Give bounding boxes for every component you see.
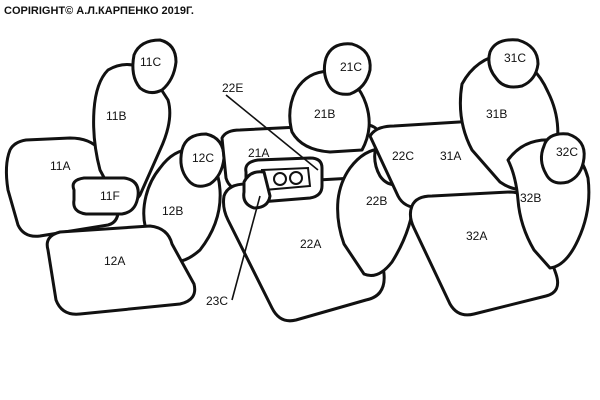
label-21b: 21B [314, 107, 335, 121]
label-22a: 22A [300, 237, 321, 251]
label-32a: 32A [466, 229, 487, 243]
label-23c: 23C [206, 294, 228, 308]
part-labels: 11C 11B 11A 11F 12C 12B 12A 22E 21A 21C … [50, 51, 578, 308]
label-22e: 22E [222, 81, 243, 95]
label-22b: 22B [366, 194, 387, 208]
copyright-text: COPIRIGHT© А.Л.КАРПЕНКО 2019Г. [4, 5, 194, 17]
headrest-21c [322, 42, 372, 96]
rear-seat-3 [368, 38, 591, 317]
leader-23c [231, 195, 261, 301]
label-22c: 22C [392, 149, 414, 163]
label-11c: 11C [140, 55, 161, 69]
label-12b: 12B [162, 204, 183, 218]
armrest-11f [71, 176, 140, 216]
headrest-32c [539, 132, 586, 185]
leader-22e [225, 94, 319, 171]
label-21a: 21A [248, 146, 269, 160]
cup-holder-left [273, 172, 287, 186]
cup-holder-right [289, 171, 303, 185]
label-21c: 21C [340, 60, 362, 74]
headrest-12c [179, 132, 226, 188]
headrest-31c [487, 38, 540, 89]
label-31c: 31C [504, 51, 526, 65]
label-12c: 12C [192, 151, 214, 165]
label-12a: 12A [104, 254, 125, 268]
label-32c: 32C [556, 145, 578, 159]
headrest-11c [131, 38, 178, 95]
seat-cushion-12a [45, 224, 197, 316]
label-32b: 32B [520, 191, 541, 205]
label-11a: 11A [50, 159, 70, 173]
label-11f: 11F [100, 189, 120, 203]
console-lid-23c [242, 170, 272, 210]
middle-seat-2 [220, 42, 422, 323]
label-11b: 11B [106, 109, 126, 123]
label-31b: 31B [486, 107, 507, 121]
front-seat-1 [4, 38, 226, 316]
label-31a: 31A [440, 149, 461, 163]
